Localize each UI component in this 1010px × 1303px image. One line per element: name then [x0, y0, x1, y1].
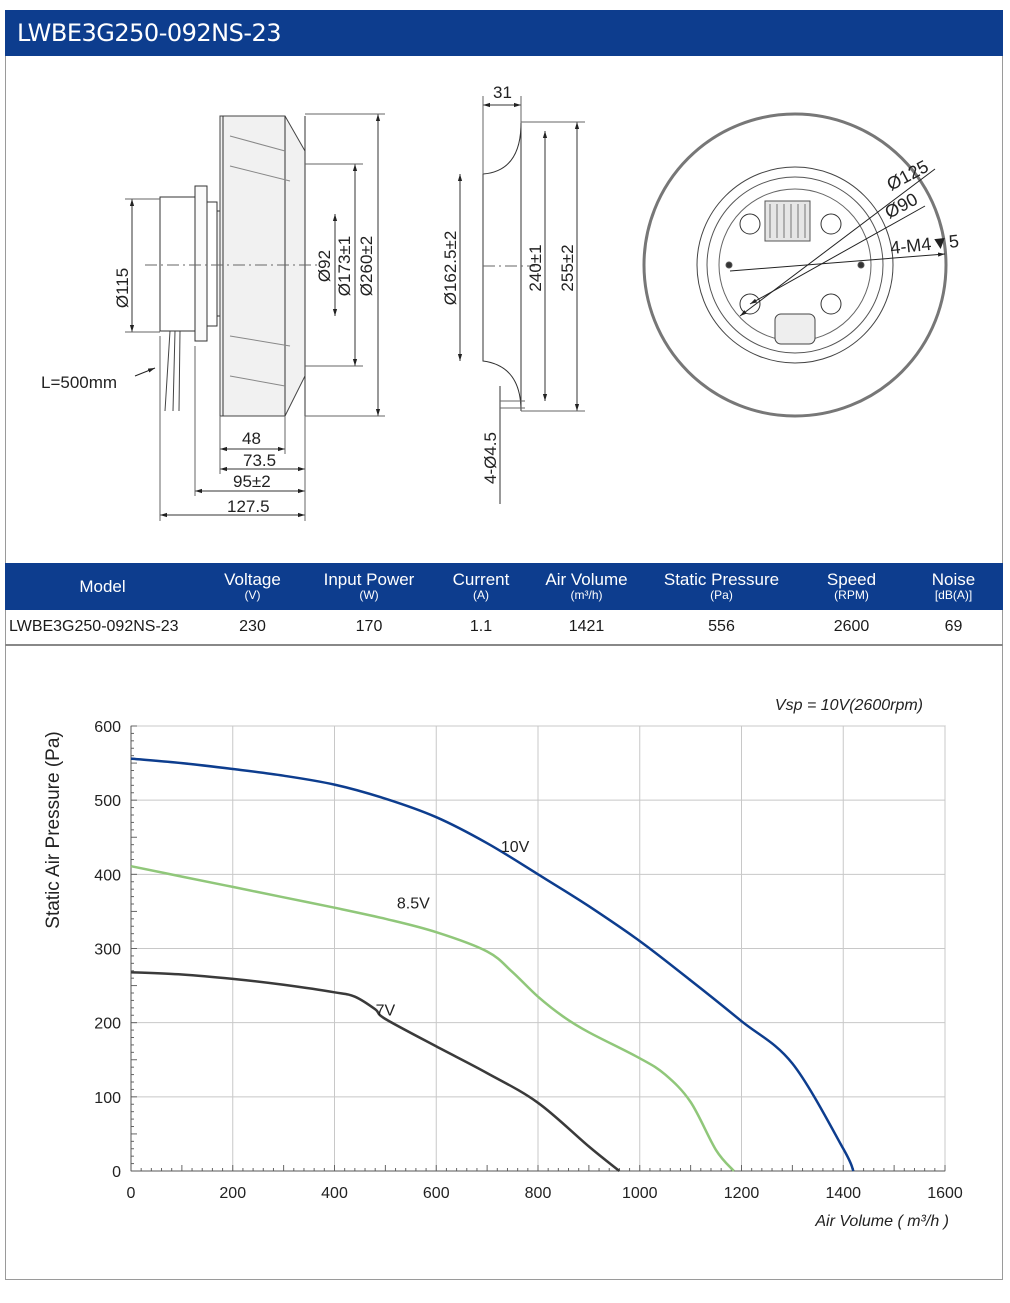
- front-view: [642, 112, 948, 418]
- dim-thread: 4-M4▼5: [889, 231, 960, 258]
- cell-model: LWBE3G250-092NS-23: [5, 610, 200, 646]
- section-view: [457, 96, 585, 504]
- dim-d162-5: Ø162.5±2: [441, 231, 460, 306]
- y-tick-label: 0: [112, 1164, 121, 1181]
- x-tick-label: 400: [321, 1185, 348, 1202]
- dim-95: 95±2: [233, 472, 271, 491]
- col-speed: Speed(RPM): [799, 563, 904, 610]
- y-tick-label: 200: [94, 1016, 121, 1033]
- page-title: LWBE3G250-092NS-23: [5, 10, 1003, 56]
- side-view: [125, 113, 385, 521]
- cell-air-volume: 1421: [529, 610, 644, 646]
- dim-d92: Ø92: [315, 250, 334, 282]
- y-tick-label: 100: [94, 1090, 121, 1107]
- chart-axes: 0 200 400 600 800 1000 1200 1400 1600 0 100 200 300 4…: [94, 719, 963, 1202]
- y-tick-label: 400: [94, 867, 121, 884]
- dim-d260: Ø260±2: [357, 236, 376, 296]
- cell-current: 1.1: [433, 610, 529, 646]
- col-static-pressure: Static Pressure(Pa): [644, 563, 799, 610]
- series-line-10V: [130, 757, 855, 1172]
- col-input-power: Input Power(W): [305, 563, 433, 610]
- x-axis-label: Air Volume ( m³/h ): [814, 1213, 949, 1230]
- dim-d90: Ø90: [881, 189, 920, 223]
- dim-holes: 4-Ø4.5: [481, 432, 500, 484]
- col-noise: Noise[dB(A)]: [904, 563, 1003, 610]
- chart-annotation: Vsp = 10V(2600rpm): [775, 697, 923, 714]
- y-tick-label: 600: [94, 719, 121, 736]
- dimension-drawings: Ø115 Ø92 Ø173±1 Ø260±2 L=500mm 48 73.5 9…: [41, 83, 960, 521]
- x-tick-label: 1200: [724, 1185, 760, 1202]
- chart-series: 10V 8.5V 7V: [130, 757, 855, 1172]
- x-tick-label: 800: [525, 1185, 552, 1202]
- dim-127-5: 127.5: [227, 497, 270, 516]
- dim-255: 255±2: [558, 244, 577, 291]
- performance-chart: 0 200 400 600 800 1000 1200 1400 1600 0 100 200 300 4…: [43, 697, 963, 1230]
- x-tick-label: 1600: [927, 1185, 963, 1202]
- y-axis-label: Static Air Pressure (Pa): [43, 731, 64, 928]
- col-model: Model: [5, 563, 200, 610]
- dim-240: 240±1: [526, 244, 545, 291]
- cell-noise: 69: [904, 610, 1003, 646]
- cell-static-pressure: 556: [644, 610, 799, 646]
- cell-input-power: 170: [305, 610, 433, 646]
- dim-d115: Ø115: [113, 268, 132, 308]
- col-voltage: Voltage(V): [200, 563, 305, 610]
- spec-header-row: Model Voltage(V) Input Power(W) Current(…: [5, 563, 1003, 610]
- dim-48: 48: [242, 429, 261, 448]
- dim-31: 31: [493, 83, 512, 102]
- series-label: 7V: [376, 1002, 396, 1019]
- cell-voltage: 230: [200, 610, 305, 646]
- series-line-7V: [130, 970, 621, 1172]
- x-tick-label: 1400: [825, 1185, 861, 1202]
- col-current: Current(A): [433, 563, 529, 610]
- series-line-8-5V: [130, 864, 735, 1172]
- dim-73-5: 73.5: [243, 451, 276, 470]
- dim-d173: Ø173±1: [335, 236, 354, 296]
- y-tick-label: 300: [94, 942, 121, 959]
- x-tick-label: 200: [219, 1185, 246, 1202]
- series-label: 10V: [501, 839, 530, 856]
- series-label: 8.5V: [397, 895, 430, 912]
- cell-speed: 2600: [799, 610, 904, 646]
- cable-length: L=500mm: [41, 373, 117, 392]
- table-row: LWBE3G250-092NS-23 230 170 1.1 1421 556 …: [5, 610, 1003, 646]
- y-tick-label: 500: [94, 793, 121, 810]
- x-tick-label: 0: [127, 1185, 136, 1202]
- x-tick-label: 600: [423, 1185, 450, 1202]
- spec-table: Model Voltage(V) Input Power(W) Current(…: [5, 563, 1003, 646]
- x-tick-label: 1000: [622, 1185, 658, 1202]
- col-air-volume: Air Volume(m³/h): [529, 563, 644, 610]
